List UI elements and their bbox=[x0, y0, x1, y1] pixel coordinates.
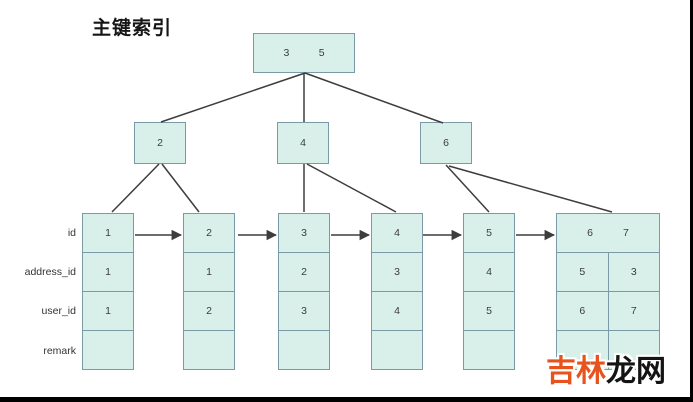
internal-node-2: 2 bbox=[134, 122, 186, 164]
watermark: 吉林龙网 bbox=[546, 346, 666, 390]
leaf-cell-user-id: 3 bbox=[279, 291, 329, 330]
leaf-cell-address-id: 1 bbox=[83, 252, 133, 291]
edge-node6-to-leaf6 bbox=[448, 165, 613, 213]
leaf-cell-user-id: 6 bbox=[579, 305, 586, 317]
diagram-title: 主键索引 bbox=[92, 18, 173, 39]
leaf-node-5: 5 4 5 bbox=[463, 213, 515, 370]
leaf-cell-id: 1 bbox=[105, 227, 111, 239]
bottom-border-bar bbox=[0, 397, 693, 402]
watermark-part2: 龙网 bbox=[606, 355, 666, 388]
leaf-cell-user-id: 7 bbox=[607, 292, 660, 330]
leaf-cell-user-id: 2 bbox=[184, 291, 234, 330]
leaf-cell-id: 6 bbox=[587, 227, 593, 239]
leaf-cell-user-id: 1 bbox=[83, 291, 133, 330]
leaf-cell-remark bbox=[607, 331, 660, 369]
leaf-cell-remark bbox=[184, 330, 234, 369]
leaf-cell-id: 4 bbox=[394, 227, 400, 239]
leaf-cell-remark bbox=[464, 330, 514, 369]
leaf-cell-id: 7 bbox=[623, 227, 629, 239]
leaf-cell-remark bbox=[279, 330, 329, 369]
leaf-cell-address-id: 1 bbox=[184, 252, 234, 291]
internal-node-6: 6 bbox=[420, 122, 472, 164]
leaf-cell-id: 3 bbox=[301, 227, 307, 239]
leaf-row-user-id: 6 7 bbox=[557, 291, 659, 330]
leaf-cell-address-id: 5 bbox=[579, 266, 586, 278]
edge-node6-to-leaf5 bbox=[445, 164, 490, 213]
edge-node2-to-leaf2 bbox=[161, 163, 200, 213]
leaf-cell-user-id: 5 bbox=[464, 291, 514, 330]
right-border-bar bbox=[690, 0, 693, 402]
leaf-node-2: 2 1 2 bbox=[183, 213, 235, 370]
leaf-cell-address-id: 3 bbox=[372, 252, 422, 291]
root-key: 5 bbox=[318, 47, 325, 59]
internal-key: 2 bbox=[157, 137, 163, 149]
leaf-cell-address-id: 4 bbox=[464, 252, 514, 291]
internal-node-4: 4 bbox=[277, 122, 329, 164]
leaf-cell-user-id: 4 bbox=[372, 291, 422, 330]
edge-root-to-node6 bbox=[304, 72, 444, 124]
internal-key: 4 bbox=[300, 137, 306, 149]
leaf-node-1: 1 1 1 bbox=[82, 213, 134, 370]
leaf-row-address-id: 5 3 bbox=[557, 252, 659, 291]
row-label-address-id: address_id bbox=[24, 266, 76, 278]
root-key: 3 bbox=[283, 47, 290, 59]
leaf-node-3: 3 2 3 bbox=[278, 213, 330, 370]
leaf-row-remark bbox=[557, 330, 659, 369]
leaf-cell-remark bbox=[83, 330, 133, 369]
leaf-node-6-7: 6 7 5 3 6 7 bbox=[556, 213, 660, 370]
leaf-cell-address-id: 3 bbox=[607, 253, 660, 291]
edge-node4-to-leaf4 bbox=[306, 163, 397, 213]
edge-node2-to-leaf1 bbox=[111, 163, 160, 213]
row-label-user-id: user_id bbox=[41, 305, 76, 317]
watermark-part1: 吉林 bbox=[546, 355, 606, 388]
leaf-cell-remark bbox=[372, 330, 422, 369]
row-label-id: id bbox=[67, 227, 76, 239]
leaf-cell-address-id: 2 bbox=[279, 252, 329, 291]
edge-root-to-node2 bbox=[160, 72, 306, 123]
leaf-cell-id: 5 bbox=[486, 227, 492, 239]
internal-key: 6 bbox=[443, 137, 449, 149]
row-label-remark: remark bbox=[43, 345, 76, 357]
leaf-row-id: 6 7 bbox=[557, 214, 659, 252]
root-node: 3 5 bbox=[253, 33, 355, 73]
leaf-cell-id: 2 bbox=[206, 227, 212, 239]
leaf-node-4: 4 3 4 bbox=[371, 213, 423, 370]
